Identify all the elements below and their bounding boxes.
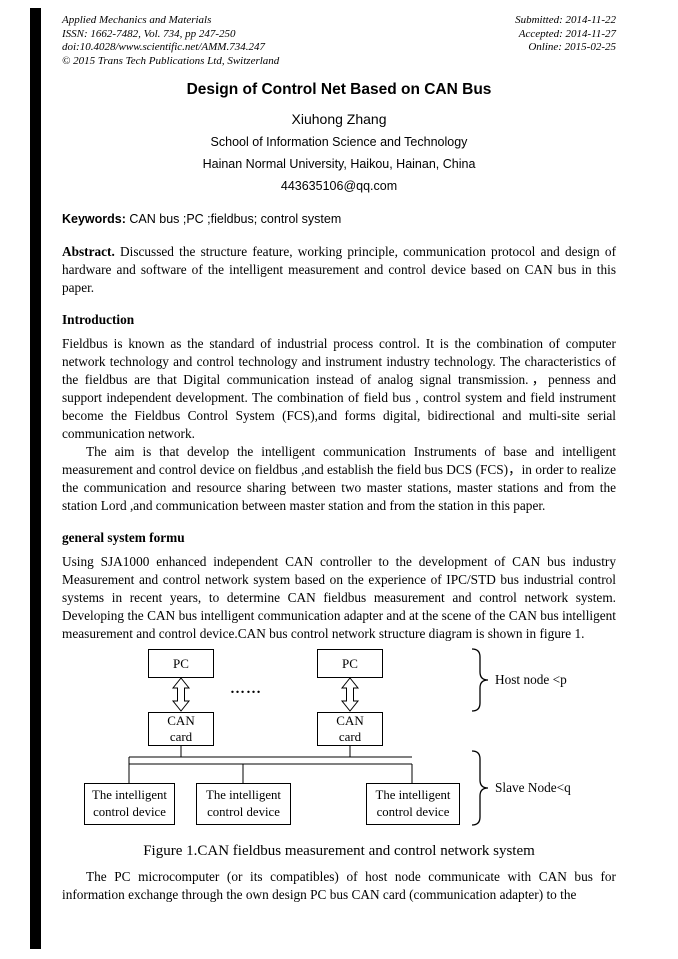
diagram-connectors bbox=[128, 648, 489, 826]
device-3-line-2: control device bbox=[376, 805, 450, 819]
author-email: 443635106@qq.com bbox=[280, 179, 398, 193]
device-box-1: The intelligent control device bbox=[84, 783, 175, 825]
abstract-text: Discussed the structure feature, working… bbox=[62, 244, 616, 295]
affiliation-line-1: School of Information Science and Techno… bbox=[210, 135, 468, 149]
can-card-1-line-1: CAN bbox=[167, 713, 195, 728]
double-arrow-icon bbox=[340, 677, 360, 712]
system-paragraph: Using SJA1000 enhanced independent CAN c… bbox=[62, 554, 616, 641]
keywords-text: CAN bus ;PC ;fieldbus; control system bbox=[125, 212, 342, 226]
can-card-2-line-2: card bbox=[338, 729, 362, 744]
slave-node-label: Slave Node<q bbox=[495, 780, 571, 795]
keywords-line: Keywords: CAN bus ;PC ;fieldbus; control… bbox=[62, 212, 616, 226]
can-card-1-line-2: card bbox=[169, 729, 193, 744]
ellipsis-dots: …… bbox=[230, 681, 262, 697]
device-3-line-1: The intelligent bbox=[375, 788, 451, 802]
abstract-paragraph: Abstract. Discussed the structure featur… bbox=[62, 243, 616, 297]
device-2-line-2: control device bbox=[207, 805, 280, 819]
pc-box-1: PC bbox=[148, 649, 214, 678]
paper-header: Applied Mechanics and Materials ISSN: 16… bbox=[62, 14, 616, 68]
figure-diagram: PC PC …… CAN card CAN card The intellige… bbox=[62, 647, 616, 833]
author-name: Xiuhong Zhang bbox=[291, 111, 387, 127]
paper-title: Design of Control Net Based on CAN Bus bbox=[186, 81, 492, 98]
keywords-label: Keywords: bbox=[62, 212, 126, 226]
affiliation-line-2: Hainan Normal University, Haikou, Hainan… bbox=[202, 157, 476, 171]
device-box-3: The intelligent control device bbox=[366, 783, 460, 825]
section-heading-general-system: general system formu bbox=[62, 530, 185, 545]
device-1-line-1: The intelligent bbox=[92, 788, 167, 802]
submission-info: Submitted: 2014-11-22 Accepted: 2014-11-… bbox=[515, 14, 616, 68]
device-1-line-2: control device bbox=[93, 805, 166, 819]
device-2-line-1: The intelligent bbox=[206, 788, 281, 802]
double-arrow-icon bbox=[171, 677, 191, 712]
journal-issn-volume: ISSN: 1662-7482, Vol. 734, pp 247-250 bbox=[62, 27, 236, 40]
closing-paragraph: The PC microcomputer (or its compatibles… bbox=[62, 869, 616, 902]
figure-caption: Figure 1.CAN fieldbus measurement and co… bbox=[143, 843, 535, 859]
introduction-paragraph-2: The aim is that develop the intelligent … bbox=[62, 444, 616, 513]
journal-copyright: © 2015 Trans Tech Publications Ltd, Swit… bbox=[62, 54, 280, 67]
scan-edge-bar bbox=[30, 8, 41, 949]
page-content: Applied Mechanics and Materials ISSN: 16… bbox=[62, 14, 616, 904]
can-card-box-2: CAN card bbox=[317, 712, 383, 746]
pc-box-2: PC bbox=[317, 649, 383, 678]
can-card-2-line-1: CAN bbox=[336, 713, 364, 728]
introduction-paragraph-1: Fieldbus is known as the standard of ind… bbox=[62, 336, 616, 441]
section-heading-introduction: Introduction bbox=[62, 312, 135, 327]
accepted-date: Accepted: 2014-11-27 bbox=[518, 27, 616, 40]
online-date: Online: 2015-02-25 bbox=[528, 41, 616, 53]
abstract-label: Abstract. bbox=[62, 244, 115, 259]
curly-brace-slave bbox=[471, 750, 489, 826]
pc-box-2-label: PC bbox=[342, 655, 358, 671]
submitted-date: Submitted: 2014-11-22 bbox=[515, 14, 616, 26]
can-card-box-1: CAN card bbox=[148, 712, 214, 746]
journal-name: Applied Mechanics and Materials bbox=[62, 14, 212, 26]
curly-brace-host bbox=[471, 648, 489, 712]
device-box-2: The intelligent control device bbox=[196, 783, 291, 825]
journal-info: Applied Mechanics and Materials ISSN: 16… bbox=[62, 14, 279, 68]
host-node-label: Host node <p bbox=[495, 672, 567, 687]
pc-box-1-label: PC bbox=[173, 655, 189, 671]
journal-doi: doi:10.4028/www.scientific.net/AMM.734.2… bbox=[62, 41, 265, 53]
